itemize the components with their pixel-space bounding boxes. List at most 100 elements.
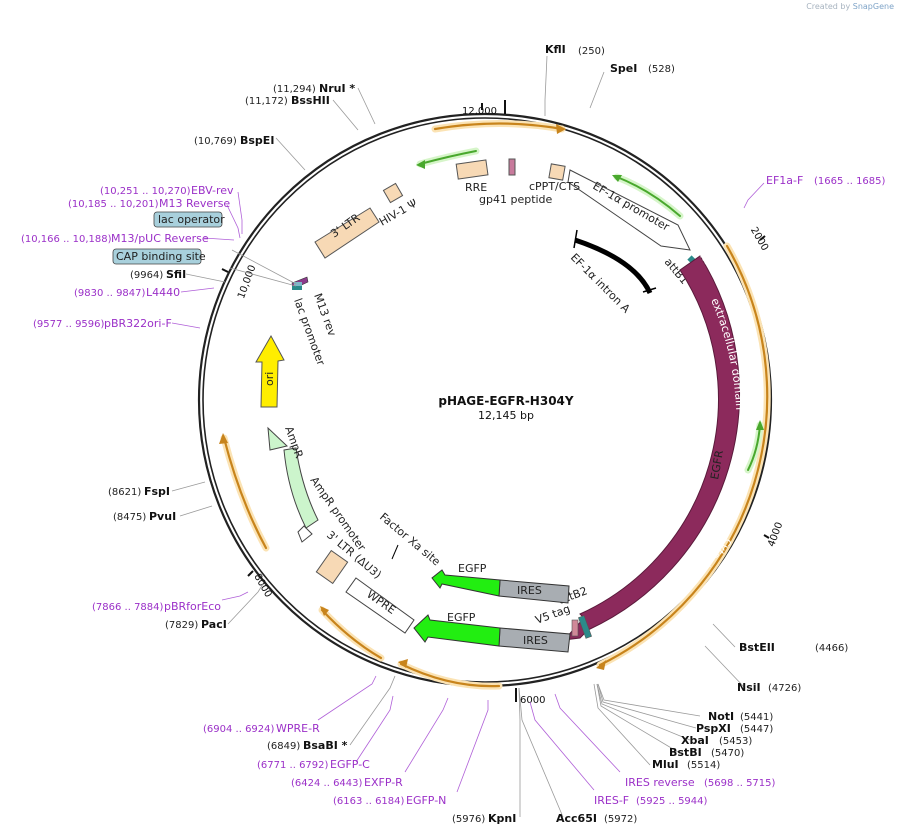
cap-site-text[interactable]: CAP binding site: [116, 250, 206, 263]
egfp-label-1: EGFP: [458, 562, 487, 575]
primer-m13-puc-reverse[interactable]: M13/pUC Reverse: [111, 232, 209, 245]
enzyme-pvui[interactable]: PvuI: [149, 510, 176, 523]
lac-operator-feature: [292, 286, 302, 290]
gp41-feature: [508, 158, 516, 176]
enzyme-bsabi[interactable]: BsaBI *: [303, 739, 348, 752]
ef1a-promoter-feature: [567, 169, 691, 251]
primer-egfp-c-pos: (6771 .. 6792): [257, 760, 329, 771]
enzyme-bstbi[interactable]: BstBI: [669, 746, 702, 759]
enzyme-bstbi-pos: (5470): [711, 748, 744, 759]
enzyme-acc65i-pos: (5972): [604, 814, 637, 825]
primer-pbrforeco[interactable]: pBRforEco: [164, 600, 221, 613]
enzyme-nsii[interactable]: NsiI: [737, 681, 761, 694]
primer-leaders: [171, 182, 765, 793]
primer-egfp-n[interactable]: EGFP-N: [406, 794, 446, 807]
primer-ires-f-pos: (5925 .. 5944): [636, 796, 708, 807]
egfp-feature-1: [431, 569, 501, 597]
egfr-label: EGFR: [708, 449, 726, 481]
enzyme-paci[interactable]: PacI: [201, 618, 227, 631]
enzyme-mlui[interactable]: MluI: [652, 758, 679, 771]
primer-ef1a-f[interactable]: EF1a-F: [766, 174, 803, 187]
hiv-psi-feature: [382, 182, 404, 204]
ampr-feature-body: [283, 447, 319, 529]
lac-operator-box: [153, 211, 223, 228]
snapgene-credit: Created by SnapGene: [806, 2, 894, 11]
lac-operator-text[interactable]: lac operator: [158, 213, 225, 226]
ampr-feature-head: [267, 426, 289, 451]
plasmid-name: pHAGE-EGFR-H304Y: [438, 394, 574, 408]
primer-wpre-r[interactable]: WPRE-R: [276, 722, 320, 735]
enzyme-xbai[interactable]: XbaI: [681, 734, 709, 747]
primer-ires-reverse-pos: (5698 .. 5715): [704, 778, 776, 789]
cap-site-box: [112, 248, 202, 265]
enzyme-nrui-pos: (11,294): [273, 84, 316, 95]
gp41-label: gp41 peptide: [479, 193, 553, 206]
primer-ebv-rev[interactable]: EBV-rev: [191, 184, 234, 197]
enzyme-bsshii[interactable]: BssHII: [291, 94, 330, 107]
hiv-psi-label: HIV-1 Ψ: [377, 196, 420, 228]
orf-arcs: [220, 120, 771, 690]
enzyme-pvui-pos: (8475): [113, 512, 146, 523]
enzyme-pspxi[interactable]: PspXI: [696, 722, 731, 735]
enzyme-noti[interactable]: NotI: [708, 710, 734, 723]
enzyme-mlui-pos: (5514): [687, 760, 720, 771]
enzyme-bsabi-pos: (6849): [267, 741, 300, 752]
tick-label-10000: 10,000: [236, 264, 258, 301]
enzyme-kfli[interactable]: KflI: [545, 43, 566, 56]
ltr-feature: [314, 207, 380, 259]
egfr-feature: [562, 255, 740, 641]
enzyme-bsteii-pos: (4466): [815, 643, 848, 654]
enzyme-bsteii[interactable]: BstEII: [739, 641, 775, 654]
enzyme-nsii-pos: (4726): [768, 683, 801, 694]
enzyme-sfii[interactable]: SfiI: [166, 268, 186, 281]
primer-m13-puc-reverse-pos: (10,166 .. 10,188): [21, 234, 112, 245]
factor-xa-label: Factor Xa site: [377, 510, 443, 568]
orf-arrowheads: [219, 124, 606, 670]
enzyme-noti-pos: (5441): [740, 712, 773, 723]
enzyme-leaders: [171, 55, 746, 818]
primer-ires-reverse[interactable]: IRES reverse: [625, 776, 695, 789]
v5-tag-feature: [571, 619, 579, 637]
cppt-feature: [548, 163, 566, 181]
primer-pbr322ori-f-pos: (9577 .. 9596): [33, 319, 105, 330]
primer-ires-f[interactable]: IRES-F: [594, 794, 629, 807]
enzyme-bspei[interactable]: BspEI: [240, 134, 274, 147]
enzyme-xbai-pos: (5453): [719, 736, 752, 747]
primer-m13-reverse[interactable]: M13 Reverse: [159, 197, 230, 210]
enzyme-pspxi-pos: (5447): [740, 724, 773, 735]
factor-xa-marker: [391, 544, 399, 560]
primer-l4440[interactable]: L4440: [146, 286, 180, 299]
primer-l4440-pos: (9830 .. 9847): [74, 288, 146, 299]
ef1a-intron-feature: [574, 237, 653, 295]
primer-egfp-c[interactable]: EGFP-C: [330, 758, 370, 771]
enzyme-paci-pos: (7829): [165, 620, 198, 631]
enzyme-nrui[interactable]: NruI *: [319, 82, 355, 95]
tick-label-4000: 4000: [766, 521, 785, 549]
enzyme-acc65i[interactable]: Acc65I: [556, 812, 597, 825]
enzyme-spei[interactable]: SpeI: [610, 62, 637, 75]
primer-exfp-r-pos: (6424 .. 6443): [291, 778, 363, 789]
enzyme-kpni[interactable]: KpnI: [488, 812, 516, 825]
ltr-du3-feature: [315, 549, 349, 585]
ires-label-2: IRES: [523, 634, 548, 647]
credit-prefix: Created by: [806, 2, 851, 11]
primer-pbr322ori-f[interactable]: pBR322ori-F: [104, 317, 172, 330]
ori-label: ori: [263, 372, 276, 386]
ampr-promoter-feature: [297, 525, 313, 543]
primer-egfp-n-pos: (6163 .. 6184): [333, 796, 405, 807]
attb2-feature: [578, 615, 592, 639]
primer-ef1a-f-pos: (1665 .. 1685): [814, 176, 886, 187]
enzyme-bsshii-pos: (11,172): [245, 96, 288, 107]
plasmid-length: 12,145 bp: [478, 409, 534, 422]
tick-marks: [221, 100, 770, 702]
snapgene-brand: SnapGene: [852, 2, 894, 11]
enzyme-fspi[interactable]: FspI: [144, 485, 170, 498]
tick-label-12000: 12,000: [462, 106, 497, 117]
primer-exfp-r[interactable]: EXFP-R: [364, 776, 403, 789]
egfp-label-2: EGFP: [447, 611, 476, 624]
rre-label: RRE: [465, 181, 487, 194]
ori-feature: [255, 334, 285, 408]
primer-wpre-r-pos: (6904 .. 6924): [203, 724, 275, 735]
enzyme-bspei-pos: (10,769): [194, 136, 237, 147]
